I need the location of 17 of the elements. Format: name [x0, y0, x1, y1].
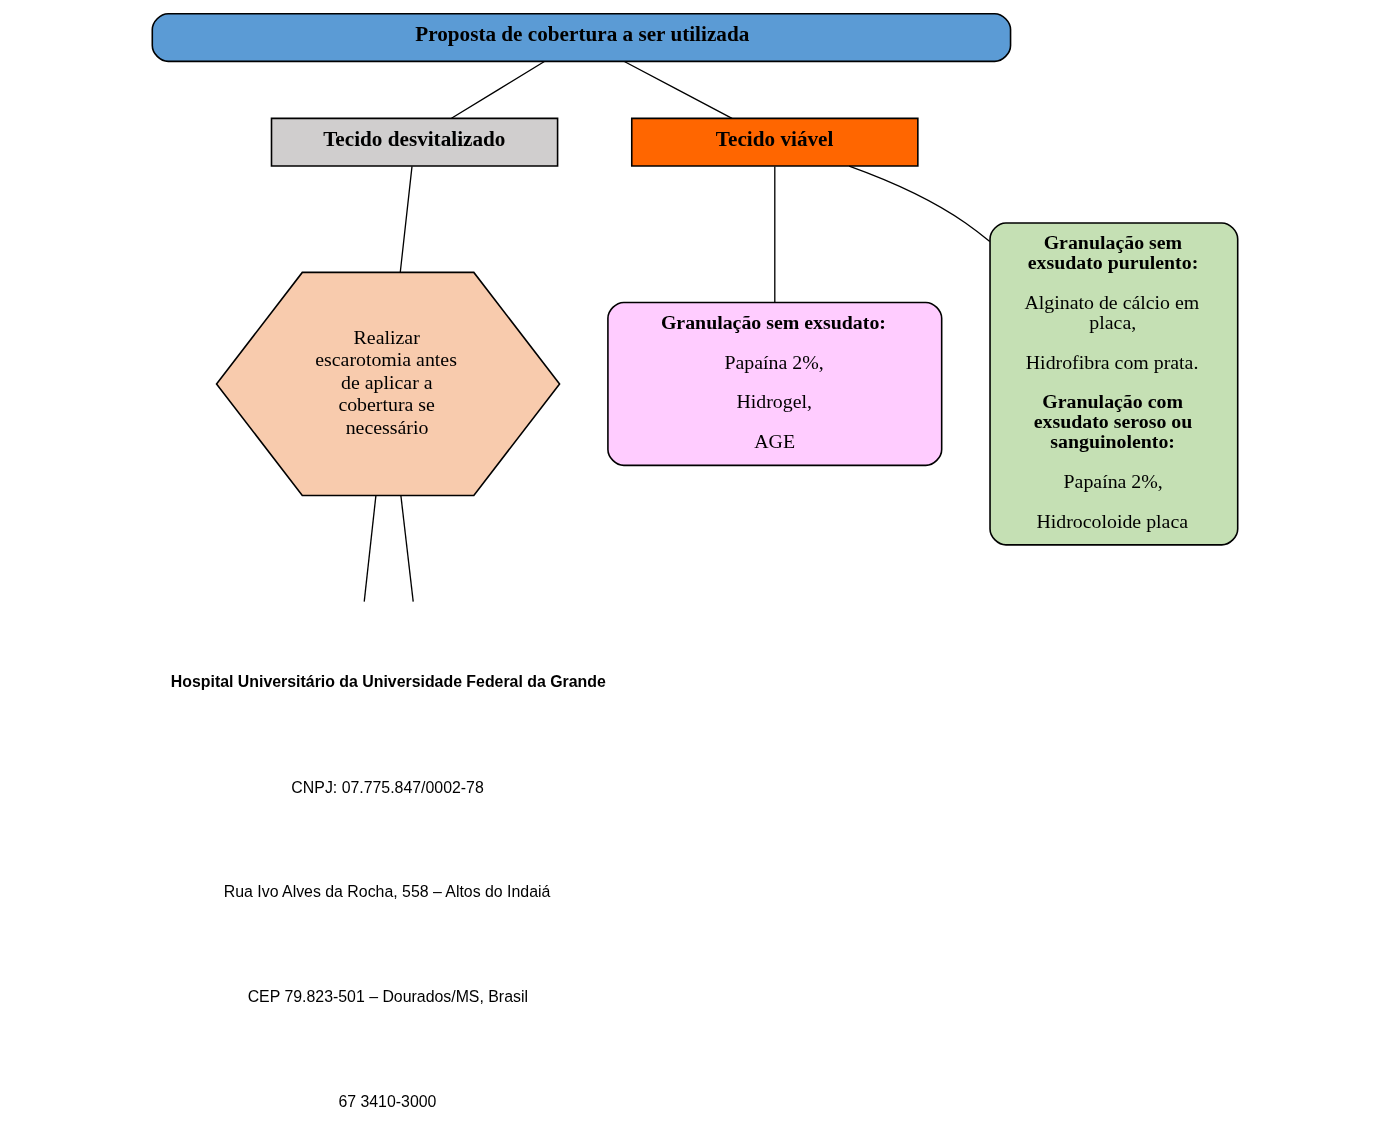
- label: Hospital Universitário da Universidade Federal da Grande: [170, 672, 606, 690]
- connector: [363, 494, 377, 603]
- connector: [848, 165, 991, 243]
- label: Rua Ivo Alves da Rocha, 558 – Altos do Indaiá: [223, 883, 551, 901]
- label: CNPJ: 07.775.847/0002-78: [291, 778, 484, 796]
- connector: [399, 165, 413, 274]
- connector: [623, 60, 733, 119]
- node-box: Proposta de cobertura a ser utilizada: [151, 12, 1012, 63]
- node-box: Granulação sem exsudato: Papaína 2%, Hidrogel, AGE: [607, 301, 943, 467]
- label: CEP 79.823-501 – Dourados/MS, Brasil: [247, 987, 528, 1005]
- connector: [450, 60, 546, 119]
- node-box: Tecido desvitalizado: [270, 117, 559, 167]
- label: 67 3410-3000: [338, 1092, 437, 1110]
- connector: [774, 165, 776, 304]
- node-box: Granulação sem exsudato purulento: Alginato de cálcio em placa, Hidrofibra com prata. Granulação com exsudato seroso ou sanguinolento: Papaína 2%, Hidrocoloide placa: [989, 222, 1239, 546]
- connector: [400, 494, 414, 603]
- node-box: Tecido viável: [630, 117, 919, 167]
